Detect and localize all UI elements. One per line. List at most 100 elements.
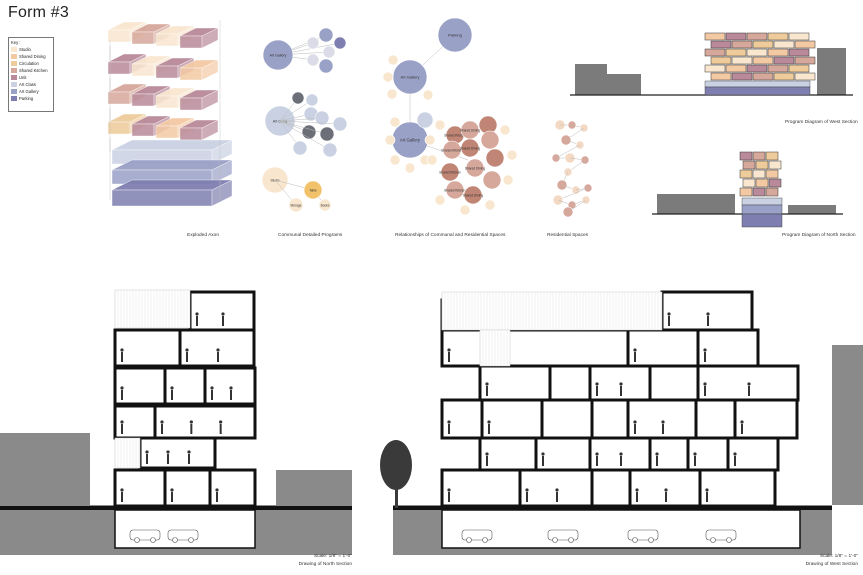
figure: [219, 424, 222, 434]
west-program-cell: [767, 64, 789, 73]
facade: [441, 291, 663, 331]
axon-block-front: [131, 123, 155, 137]
bubble-small: [499, 124, 511, 136]
figure-head: [633, 348, 637, 352]
caption-communal-programs: Communal Detailed Programs: [278, 233, 343, 238]
bubble-small: [318, 58, 334, 74]
car-wheel: [466, 537, 472, 543]
bubble-small: [502, 174, 514, 186]
north-art-gallery: [741, 204, 783, 215]
figure: [542, 456, 544, 466]
caption-north-program: Program Diagram of North Section: [782, 233, 856, 238]
figure-head: [187, 450, 191, 454]
legend-item: Circulation: [11, 60, 51, 67]
west-program-cell: [794, 56, 816, 65]
west-section-scale-block: Scale: 1/8" = 1'-0" Drawing of West Sect…: [776, 553, 858, 569]
car: [461, 529, 493, 541]
west-art-class: [704, 80, 811, 88]
context-building: [575, 64, 607, 95]
axon-block-front: [107, 29, 131, 43]
bubble-small: [389, 154, 401, 166]
figure-head: [229, 386, 233, 390]
figure-head: [120, 348, 124, 352]
legend-item: Parking: [11, 95, 51, 102]
axon-art-class-side: [211, 139, 233, 165]
north-drawing-label: Drawing of North Section: [298, 562, 352, 567]
figure-head: [555, 488, 559, 492]
figure-head: [120, 488, 124, 492]
figure-head: [619, 382, 623, 386]
bubble-link: [279, 120, 331, 151]
north-program-cell: [765, 151, 779, 161]
axon-block-front: [179, 35, 203, 49]
legend-item: Art Class: [11, 81, 51, 88]
figure: [656, 456, 658, 466]
figure: [161, 424, 163, 434]
bubble-books-label: Books: [321, 204, 330, 208]
figure: [488, 424, 490, 434]
car-wheel: [568, 537, 574, 543]
axon-block-front: [107, 61, 131, 75]
figure-head: [740, 420, 744, 424]
bubble-art-gallery: [262, 39, 294, 71]
car: [547, 529, 579, 541]
bubble-small: [416, 111, 434, 129]
axon-block-front: [155, 125, 179, 139]
bubble-small: [484, 199, 496, 211]
bubble-small: [306, 53, 320, 67]
axon-art-gallery-side: [211, 159, 233, 185]
figure: [694, 456, 696, 466]
bubble-small: [434, 194, 446, 206]
axon-parking-top: [111, 179, 233, 191]
axon-block-front: [155, 95, 179, 109]
figure-head: [120, 420, 124, 424]
car-wheel: [552, 537, 558, 543]
figure-head: [166, 450, 170, 454]
west-program-cell: [746, 48, 768, 57]
legend-label: Parking: [19, 96, 34, 101]
west-drawing-label: Drawing of West Section: [805, 562, 858, 567]
figure: [706, 492, 708, 502]
bubble-small: [424, 134, 436, 146]
north-program-cell: [739, 169, 753, 179]
parking-level: [441, 509, 801, 549]
caption-west-program: Program Diagram of West Section: [785, 120, 858, 125]
bubble-art-gallery-label: Art Gallery: [400, 138, 421, 143]
figure: [748, 386, 750, 396]
bubble-shared-label: Shared Dining: [460, 129, 480, 133]
figure-head: [655, 452, 659, 456]
bubble-small: [306, 36, 320, 50]
car-wheel: [150, 537, 156, 543]
figure: [448, 424, 450, 434]
west-program-cell: [710, 40, 732, 49]
west-program-cell: [773, 40, 795, 49]
room: [626, 328, 700, 368]
figure: [448, 492, 450, 502]
figure: [222, 316, 224, 326]
figure: [196, 316, 198, 326]
figure-head: [747, 382, 751, 386]
axon-block-front: [179, 127, 203, 141]
room: [590, 468, 632, 508]
room: [113, 328, 182, 368]
legend-swatch: [11, 75, 17, 80]
bubble-shared: [485, 148, 505, 168]
north-scale: Scale: 1/8" = 1'-0": [313, 554, 352, 559]
bubble-small: [506, 149, 518, 161]
legend-label: Circulation: [19, 61, 39, 66]
figure: [171, 492, 173, 502]
north-section-scale-block: Scale: 1/8" = 1'-0" Drawing of North Sec…: [270, 553, 352, 569]
figure: [620, 456, 622, 466]
west-program-cell: [788, 48, 810, 57]
north-program-cell: [755, 160, 769, 170]
room: [153, 404, 257, 440]
legend-item: Shared Kitchen: [11, 67, 51, 74]
room: [648, 364, 700, 402]
car: [627, 529, 659, 541]
north-program-cell: [739, 151, 753, 161]
figure: [662, 424, 664, 434]
figure-head: [485, 382, 489, 386]
west-program-cell: [725, 48, 747, 57]
bubble-shared-label: Shared Kitchen: [444, 134, 466, 138]
